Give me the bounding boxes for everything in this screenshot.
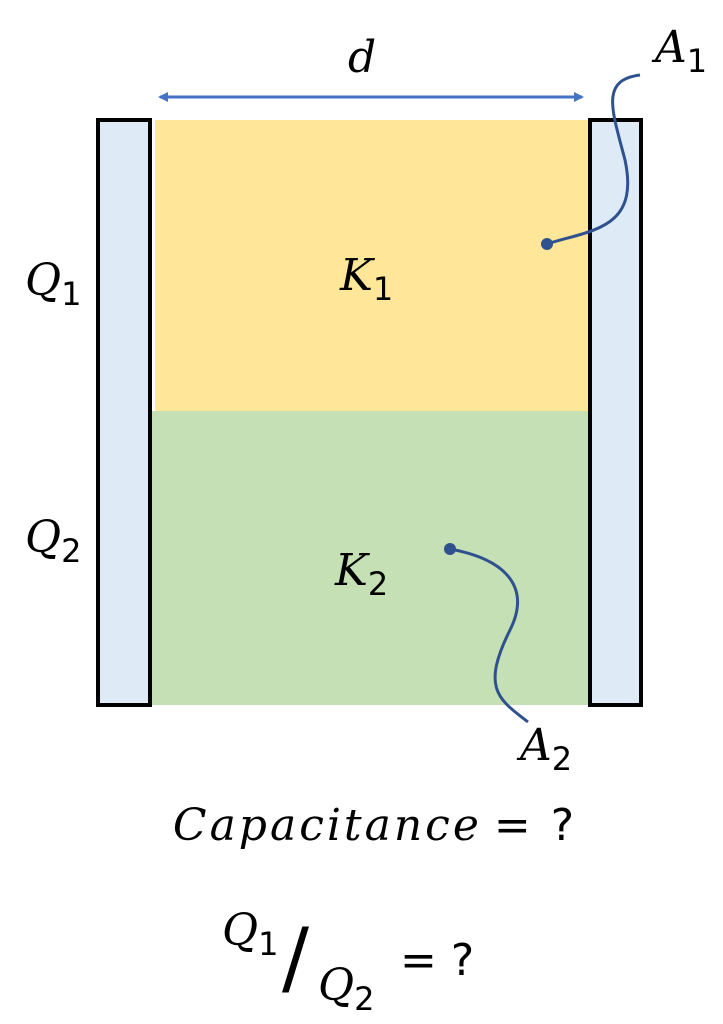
ratio-equals: = ? bbox=[400, 935, 474, 986]
right-plate bbox=[588, 118, 643, 707]
leader-line-a1 bbox=[546, 73, 641, 246]
label-q2: Q2 bbox=[25, 512, 81, 570]
label-a1: A1 bbox=[651, 22, 707, 80]
label-k2: K2 bbox=[334, 545, 388, 603]
label-q1: Q1 bbox=[25, 255, 81, 313]
ratio-slash: / bbox=[282, 911, 309, 1004]
dielectric-k1-region bbox=[155, 120, 590, 411]
ratio-denominator: Q2 bbox=[318, 960, 374, 1018]
label-k1: K1 bbox=[339, 250, 393, 308]
leader-dot-a2 bbox=[444, 543, 456, 555]
dielectric-k2-region bbox=[150, 411, 590, 705]
label-a2: A2 bbox=[516, 720, 572, 778]
label-d: d bbox=[348, 32, 376, 83]
leader-dot-a1 bbox=[541, 238, 553, 250]
leader-line-a2 bbox=[449, 547, 529, 724]
left-plate bbox=[96, 118, 152, 707]
capacitance-question: Capacitance= ? bbox=[173, 800, 577, 851]
ratio-numerator: Q1 bbox=[222, 905, 278, 963]
